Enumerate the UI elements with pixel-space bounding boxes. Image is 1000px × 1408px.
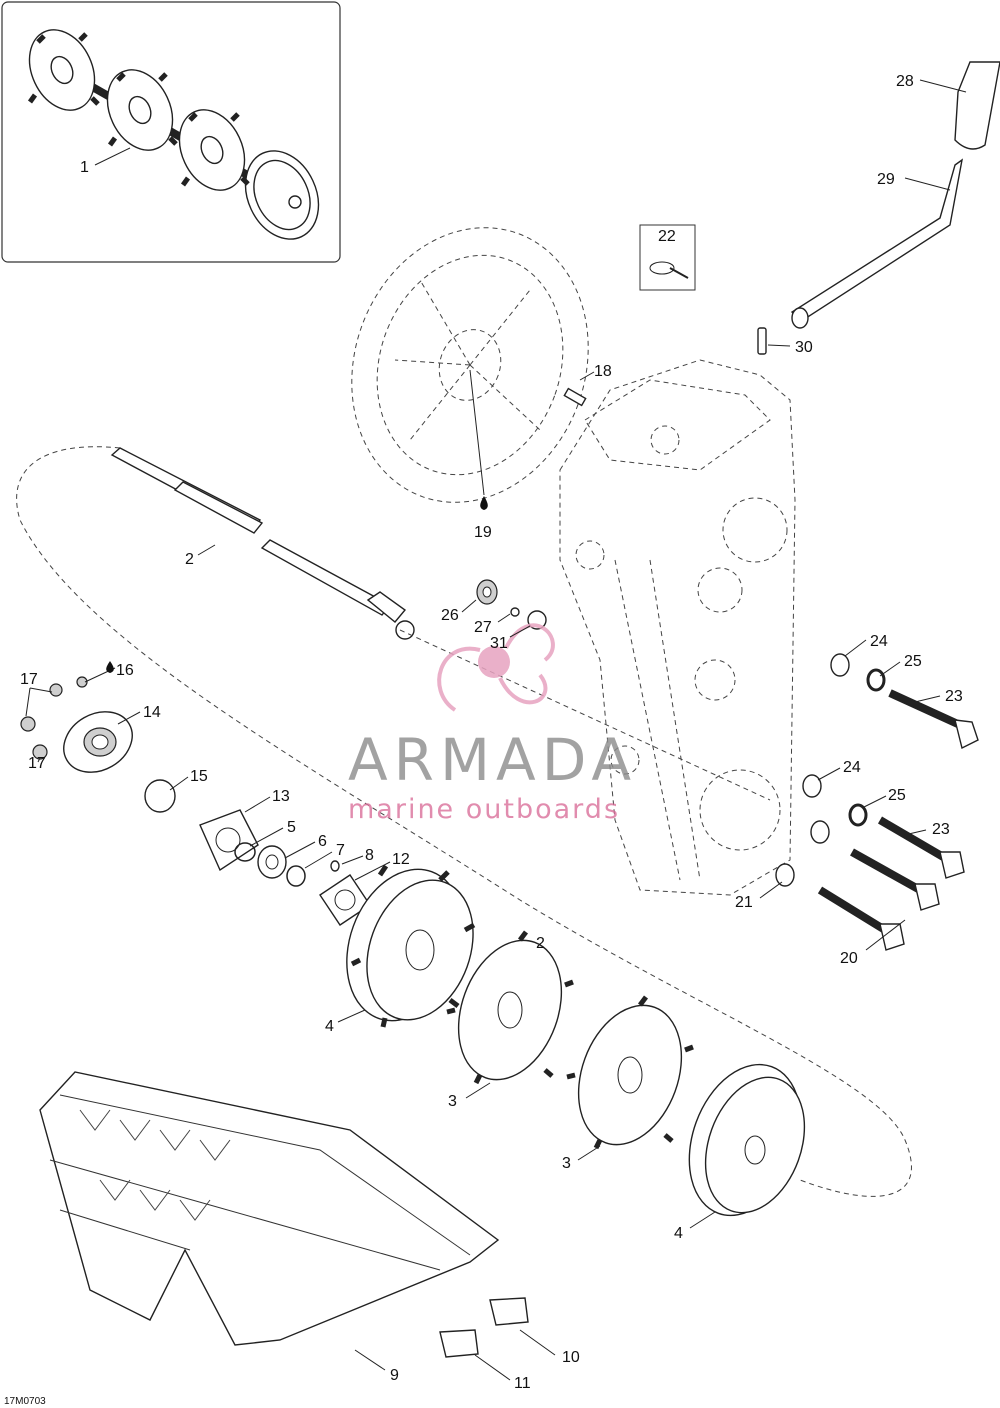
sprocket-4-outer	[688, 1063, 806, 1217]
callout-29: 29	[877, 171, 895, 188]
sprocket-3-a	[457, 939, 563, 1081]
callouts: 1 2 2 3 3 4 4 5 6 7 8 9 10 11 12 13 14 1…	[20, 73, 963, 1392]
part-26-nut	[476, 579, 498, 605]
watermark-logo	[437, 623, 555, 712]
callout-11: 11	[514, 1375, 531, 1392]
part-8-ring	[330, 860, 340, 872]
gearbox-housing	[559, 359, 796, 896]
callout-17b: 17	[28, 755, 46, 772]
callout-9: 9	[390, 1367, 399, 1384]
part-9-track	[39, 1071, 500, 1346]
callout-10: 10	[562, 1349, 580, 1366]
part-5-ring	[234, 842, 256, 862]
callout-16: 16	[116, 662, 134, 679]
part-11-clip	[439, 1329, 479, 1358]
pulley-phantom	[351, 227, 589, 503]
callout-18: 18	[594, 363, 612, 380]
watermark-brand: ARMADA	[348, 726, 637, 794]
part-29-crank	[790, 158, 964, 329]
part-23-bolt-lower	[877, 816, 965, 879]
sprocket-teeth	[350, 864, 694, 1150]
sprocket-4-inner	[346, 868, 474, 1022]
callout-2: 2	[185, 551, 194, 568]
callout-23a: 23	[945, 688, 963, 705]
leader-lines	[25, 79, 967, 1381]
callout-4a: 4	[325, 1018, 334, 1035]
part-14-bearing-housing	[63, 711, 133, 773]
part-13-plate	[199, 809, 259, 872]
callout-19: 19	[474, 524, 492, 541]
callout-3b: 3	[562, 1155, 571, 1172]
callout-31: 31	[490, 635, 508, 652]
callout-24a: 24	[870, 633, 888, 650]
part-30-pin	[757, 327, 767, 355]
part-10-clip	[489, 1297, 529, 1326]
part-22-box	[639, 224, 696, 291]
callout-24b: 24	[843, 759, 861, 776]
callout-4b: 4	[674, 1225, 683, 1242]
part-23-bolt-upper	[888, 689, 979, 750]
callout-14: 14	[143, 704, 161, 721]
inset-axle-assembly	[1, 1, 341, 263]
part-20-bolts	[817, 848, 940, 951]
part-18-key	[563, 387, 587, 407]
part-6-bearing	[257, 845, 287, 879]
callout-13: 13	[272, 788, 290, 805]
callout-8: 8	[365, 847, 374, 864]
callout-15: 15	[190, 768, 208, 785]
callout-28: 28	[896, 73, 914, 90]
callout-7: 7	[336, 842, 345, 859]
callout-26: 26	[441, 607, 459, 624]
callout-17a: 17	[20, 671, 38, 688]
callout-21: 21	[735, 894, 753, 911]
diagram-code: 17M0703	[4, 1396, 46, 1407]
callout-5: 5	[287, 819, 296, 836]
callout-12: 12	[392, 851, 410, 868]
callout-2b: 2	[536, 935, 545, 952]
part-28-grip	[954, 61, 1000, 150]
callout-22: 22	[658, 228, 676, 245]
watermark-tagline: marine outboards	[348, 794, 620, 825]
track-path-dashed	[16, 446, 912, 1197]
callout-25a: 25	[904, 653, 922, 670]
part-15-bushing	[144, 779, 176, 813]
callout-1: 1	[80, 159, 89, 176]
part-27-ring	[510, 607, 520, 617]
callout-27: 27	[474, 619, 492, 636]
drive-axle-shaft	[110, 447, 415, 640]
axle-centerline	[399, 629, 771, 801]
part-19-oil-drop	[469, 369, 488, 510]
callout-20: 20	[840, 950, 858, 967]
washers	[775, 653, 886, 887]
callout-23b: 23	[932, 821, 950, 838]
part-7-ring	[286, 865, 306, 887]
callout-30: 30	[795, 339, 813, 356]
callout-3a: 3	[448, 1093, 457, 1110]
callout-25b: 25	[888, 787, 906, 804]
oil-drop-icon	[106, 661, 114, 673]
sprocket-3-b	[577, 1004, 683, 1146]
callout-6: 6	[318, 833, 327, 850]
